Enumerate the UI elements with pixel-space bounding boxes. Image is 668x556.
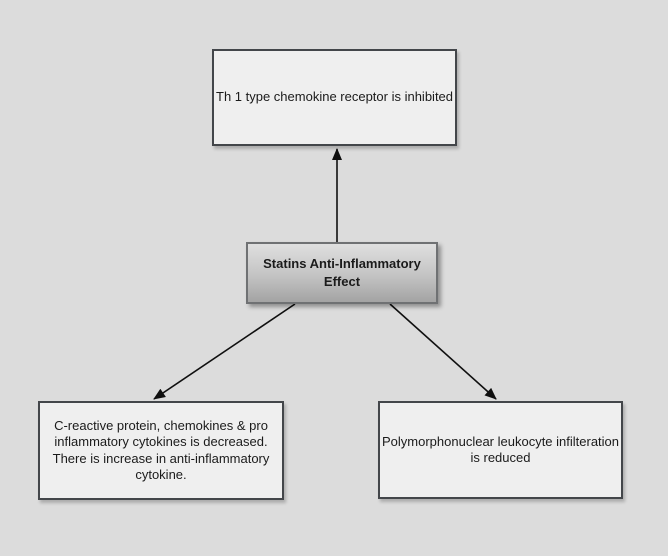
node-c-reactive-protein-label: C-reactive protein, chemokines & pro inf… <box>52 418 270 482</box>
node-polymorphonuclear-leukocyte-label: Polymorphonuclear leukocyte infilteratio… <box>382 433 620 465</box>
node-th1-chemokine-receptor: Th 1 type chemokine receptor is inhibite… <box>212 49 457 146</box>
node-statins-anti-inflammatory-effect: Statins Anti-Inflammatory Effect <box>246 242 438 304</box>
node-th1-chemokine-receptor-label: Th 1 type chemokine receptor is inhibite… <box>216 89 454 105</box>
arrow-center-to-bottom-right <box>389 303 497 400</box>
node-polymorphonuclear-leukocyte: Polymorphonuclear leukocyte infilteratio… <box>378 401 623 499</box>
node-statins-anti-inflammatory-effect-label: Statins Anti-Inflammatory Effect <box>263 255 421 289</box>
node-c-reactive-protein: C-reactive protein, chemokines & pro inf… <box>38 401 284 500</box>
arrow-center-to-bottom-left <box>153 303 296 400</box>
